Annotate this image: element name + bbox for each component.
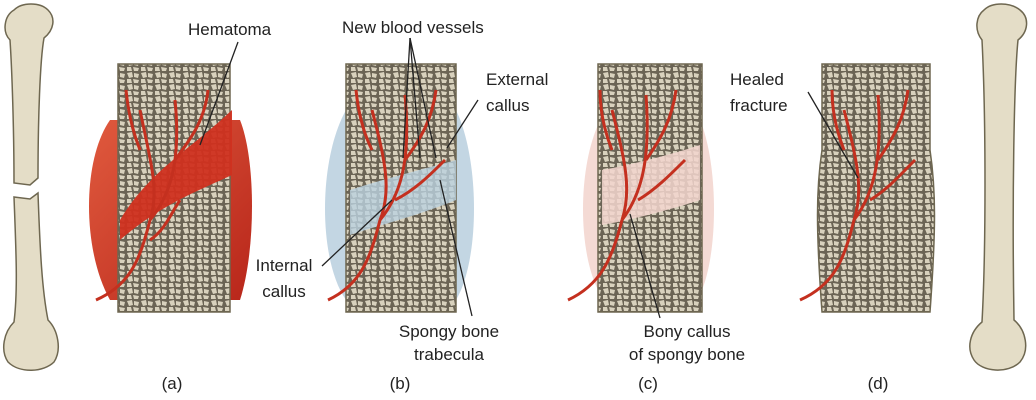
- label-spongy-bone-trabecula-line2: trabecula: [414, 345, 484, 364]
- panel-a-hematoma-formation: [89, 63, 252, 313]
- panel-b-callus-formation: [325, 63, 474, 313]
- fractured-femur-illustration: [2, 3, 60, 371]
- label-hematoma: Hematoma: [188, 20, 272, 39]
- caption-panel-b: (b): [389, 374, 411, 393]
- caption-panel-a: (a): [161, 374, 183, 393]
- label-internal-callus-line2: callus: [262, 282, 306, 301]
- label-healed-fracture-line1: Healed: [730, 70, 784, 89]
- label-internal-callus-line1: Internal: [255, 256, 313, 275]
- healed-femur-illustration: [969, 3, 1028, 371]
- label-healed-fracture-line2: fracture: [730, 96, 788, 115]
- caption-panel-d: (d): [867, 374, 889, 393]
- panel-d-healed-bone: [799, 63, 936, 313]
- label-new-blood-vessels: New blood vessels: [342, 18, 484, 37]
- leader-lines: [199, 37, 859, 319]
- label-bony-callus-line2: of spongy bone: [628, 345, 746, 364]
- label-bony-callus-line1: Bony callus: [643, 322, 731, 341]
- label-external-callus-line1: External: [486, 70, 549, 89]
- label-external-callus-line2: callus: [486, 96, 530, 115]
- caption-panel-c: (c): [638, 374, 658, 393]
- panel-c-bony-callus: [567, 63, 714, 313]
- label-spongy-bone-trabecula-line1: Spongy bone: [398, 322, 500, 341]
